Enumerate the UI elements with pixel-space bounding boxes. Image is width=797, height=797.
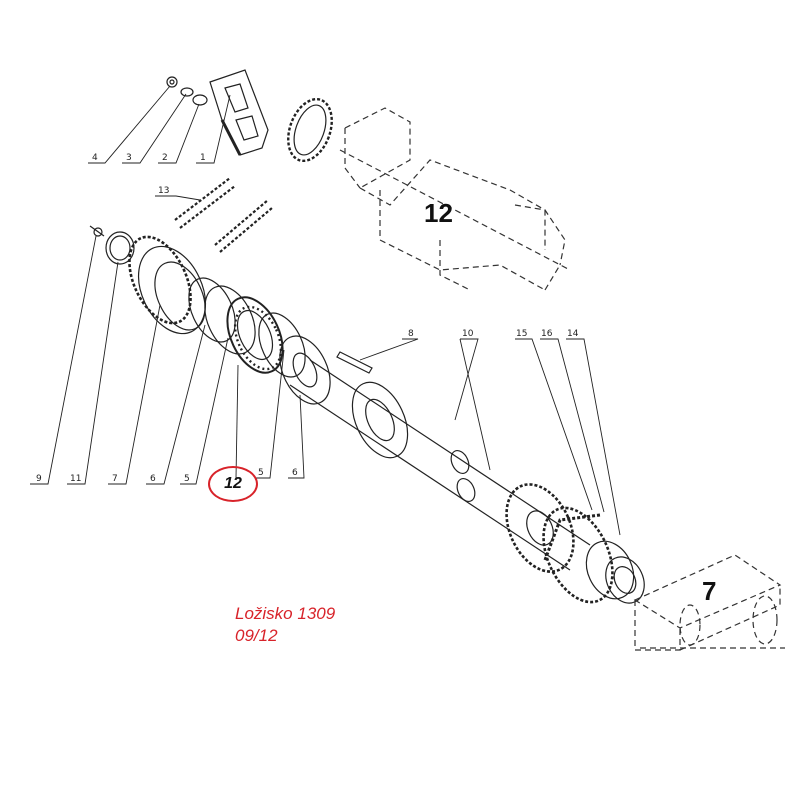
part-label-14: 14 — [567, 329, 579, 339]
block-label-lower: 7 — [702, 576, 716, 606]
block-label-upper: 12 — [424, 198, 453, 228]
housing-block-upper — [339, 107, 571, 291]
part-label-7: 7 — [112, 474, 118, 484]
bearing-assembly — [188, 277, 331, 405]
part-label-8: 8 — [408, 329, 414, 339]
part-label-1: 1 — [200, 153, 206, 163]
part-label-5a: 5 — [184, 474, 190, 484]
part-label-9: 9 — [36, 474, 42, 484]
part-label-6a: 6 — [150, 474, 156, 484]
sprocket-ring-top — [287, 97, 333, 163]
chain-segments — [174, 177, 273, 253]
sprocket-right — [505, 483, 614, 604]
part-label-2: 2 — [162, 153, 168, 163]
part-label-13: 13 — [158, 186, 169, 196]
bearing-note-line1: Ložisko 1309 — [235, 604, 336, 623]
bracket-part — [209, 69, 269, 156]
main-shaft — [289, 359, 591, 571]
bearing-note: Ložisko 1309 09/12 — [235, 603, 335, 647]
end-hub — [585, 540, 645, 604]
sprocket-left — [128, 235, 207, 335]
highlight-label: 12 — [224, 475, 242, 492]
housing-block-lower — [633, 554, 785, 651]
bolt-and-snap-ring — [89, 225, 135, 265]
part-label-10: 10 — [462, 329, 474, 339]
shaft-key — [336, 351, 373, 374]
part-label-6b: 6 — [292, 468, 298, 478]
part-label-5b: 5 — [258, 468, 264, 478]
part-label-4: 4 — [92, 153, 98, 163]
leader-lines — [30, 85, 621, 536]
part-label-16: 16 — [541, 329, 553, 339]
bearing-note-line2: 09/12 — [235, 626, 278, 645]
highlight-circle: 12 — [208, 466, 258, 502]
part-label-11: 11 — [70, 474, 81, 484]
part-label-3: 3 — [126, 153, 132, 163]
bolt-washers — [166, 76, 208, 106]
part-label-15: 15 — [516, 329, 527, 339]
